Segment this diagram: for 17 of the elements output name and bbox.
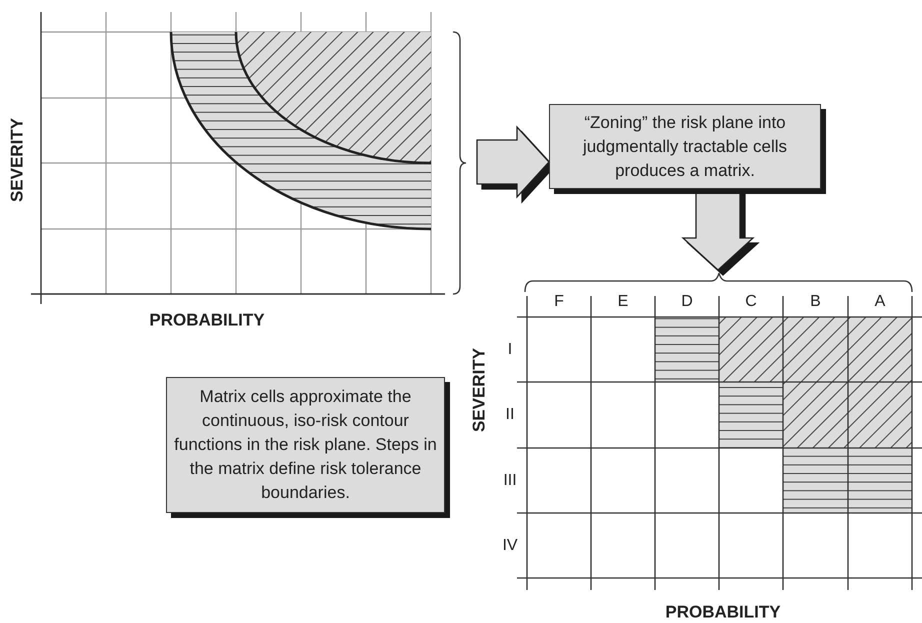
column-header: C — [745, 293, 757, 311]
column-header: B — [810, 293, 821, 311]
axis-label: SEVERITY — [8, 118, 28, 202]
column-header: E — [618, 293, 628, 311]
row-header: II — [506, 406, 514, 424]
box-text: Matrix cells approximate the continuous, iso-risk contour functions in the risk plane. Steps in the matrix define risk tolerance boundaries. — [173, 386, 438, 504]
row-header: III — [503, 472, 517, 490]
row-header: IV — [502, 536, 518, 554]
axis-label: PROBABILITY — [665, 604, 781, 622]
row-header: I — [508, 340, 512, 358]
box-text: “Zoning” the risk plane into judgmentally tractable cells produces a matrix. — [582, 112, 788, 182]
column-header: A — [874, 293, 886, 311]
block-arrow — [476, 125, 550, 199]
axis-label: PROBABILITY — [149, 312, 265, 330]
axis-label: SEVERITY — [470, 348, 490, 432]
column-header: D — [681, 293, 693, 311]
column-header: F — [554, 293, 564, 311]
